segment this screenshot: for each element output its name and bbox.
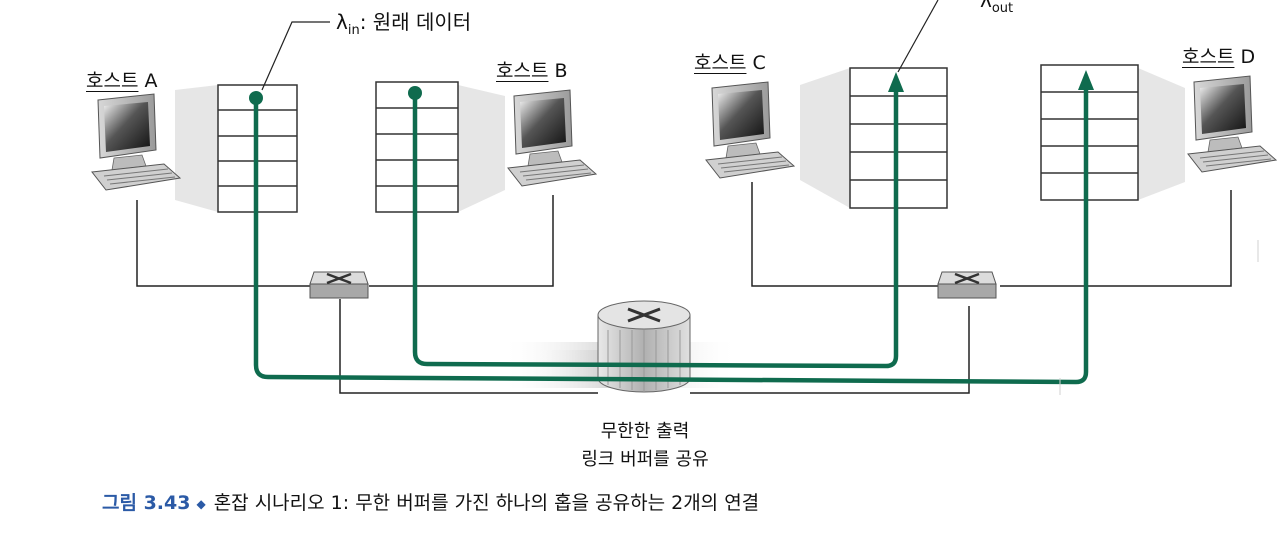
diamond-icon: ◆ — [196, 496, 206, 511]
host-c-label: 호스트 C — [694, 52, 766, 74]
host-b-shadow — [458, 85, 505, 212]
host-a-label: 호스트 A — [86, 70, 158, 92]
router-caption: 무한한 출력 링크 버퍼를 공유 — [581, 421, 709, 470]
figure-number: 그림 3.43 — [102, 492, 191, 514]
host-b-label: 호스트 B — [496, 60, 568, 82]
host-b-computer-icon — [507, 89, 597, 187]
host-c-shadow — [800, 68, 850, 208]
figure-caption-text: 혼잡 시나리오 1: 무한 버퍼를 가진 하나의 홉을 공유하는 2개의 연결 — [213, 492, 760, 514]
host-c-computer-icon — [705, 81, 795, 179]
network-links — [136, 182, 1232, 394]
host-d-computer-icon — [1187, 75, 1277, 173]
host-d-label: 호스트 D — [1182, 46, 1256, 68]
margin-marks — [1059, 240, 1259, 395]
host-a-shadow — [175, 85, 218, 212]
flow-a-source-dot — [249, 91, 263, 105]
left-switch-icon — [308, 270, 370, 300]
flow-b-source-dot — [408, 86, 422, 100]
host-a-computer-icon — [91, 93, 181, 191]
flow-d-arrowhead — [1078, 70, 1094, 90]
flow-b-to-c — [412, 84, 899, 369]
host-d-shadow — [1138, 68, 1185, 200]
lambda-in-callout — [261, 21, 330, 91]
lambda-in-label: λin: 원래 데이터 — [336, 10, 472, 38]
flow-a-to-d — [253, 82, 1089, 385]
figure-caption: 그림 3.43 ◆ 혼잡 시나리오 1: 무한 버퍼를 가진 하나의 홉을 공유하는… — [102, 488, 759, 515]
lambda-out-label: λout — [980, 0, 1014, 16]
right-switch-icon — [936, 270, 998, 300]
flow-c-arrowhead — [888, 72, 904, 92]
lambda-out-callout — [897, 0, 939, 73]
